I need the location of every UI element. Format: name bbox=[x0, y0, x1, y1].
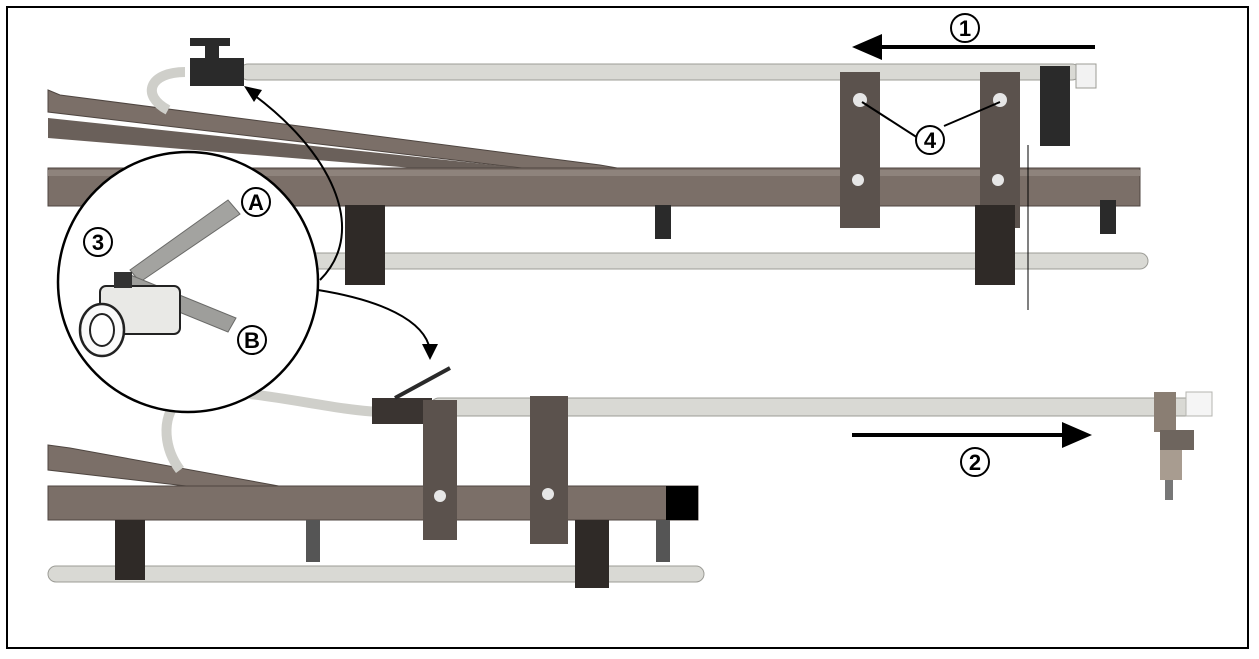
callout-4: 4 bbox=[915, 125, 945, 155]
valve-body bbox=[78, 272, 181, 358]
bottom-main-tube bbox=[47, 485, 699, 521]
top-upper-pipe bbox=[239, 63, 1081, 81]
top-ball-valve bbox=[190, 38, 244, 86]
svg-text:4: 4 bbox=[924, 128, 937, 153]
curved-arrow-to-bottom-valve bbox=[317, 289, 431, 351]
bottom-hanger-1 bbox=[115, 520, 145, 580]
svg-text:2: 2 bbox=[969, 450, 981, 475]
bottom-hanger-2 bbox=[575, 520, 609, 588]
bottom-hose bbox=[249, 389, 381, 417]
top-end-nozzle bbox=[1040, 66, 1070, 146]
bottom-lower-pipe bbox=[47, 565, 705, 583]
callout-4-leader-left bbox=[861, 101, 919, 139]
bottom-bracket-right bbox=[530, 396, 568, 544]
callout-4-leader-right bbox=[943, 101, 1001, 127]
bottom-boom-assembly bbox=[47, 366, 1213, 588]
top-bracket-left-bolt-2 bbox=[852, 174, 864, 186]
top-lower-pipe bbox=[299, 252, 1149, 270]
top-hanger-2 bbox=[975, 205, 1015, 285]
svg-text:B: B bbox=[244, 328, 260, 353]
top-drop-nozzle-1 bbox=[655, 205, 671, 239]
callout-2: 2 bbox=[960, 447, 990, 477]
svg-text:A: A bbox=[248, 190, 264, 215]
callout-b: B bbox=[237, 325, 267, 355]
arrow-extend bbox=[852, 422, 1092, 448]
top-main-tube-highlight bbox=[48, 170, 1140, 176]
top-diagonal-arm-lower bbox=[48, 118, 560, 180]
callout-3: 3 bbox=[83, 227, 113, 257]
bottom-drop-nozzle-1 bbox=[306, 520, 320, 562]
top-end-cap bbox=[1075, 63, 1097, 89]
callout-a: A bbox=[241, 187, 271, 217]
bottom-bracket-left bbox=[423, 400, 457, 540]
top-bracket-right-bolt-2 bbox=[992, 174, 1004, 186]
svg-text:3: 3 bbox=[92, 230, 104, 255]
bottom-drop-nozzle-2 bbox=[656, 520, 670, 562]
bottom-end-nozzle bbox=[1154, 391, 1213, 500]
bottom-bracket-left-bolt bbox=[434, 490, 446, 502]
bottom-bracket-right-bolt bbox=[542, 488, 554, 500]
top-hose bbox=[146, 67, 186, 115]
bottom-main-tube-end bbox=[666, 486, 698, 520]
svg-text:1: 1 bbox=[959, 16, 971, 41]
top-drop-nozzle-2 bbox=[1100, 200, 1116, 234]
top-boom-assembly bbox=[47, 38, 1149, 310]
callout-1: 1 bbox=[950, 13, 980, 43]
curved-arrow-to-bottom-valve-head bbox=[422, 344, 438, 360]
bottom-ball-valve bbox=[372, 366, 451, 424]
arrow-retract bbox=[852, 34, 1095, 60]
curved-arrow-to-top-valve-head bbox=[244, 86, 262, 102]
valve-detail-inset bbox=[56, 150, 320, 414]
curved-arrow-to-top-valve bbox=[249, 91, 344, 281]
top-hanger-1 bbox=[345, 205, 385, 285]
